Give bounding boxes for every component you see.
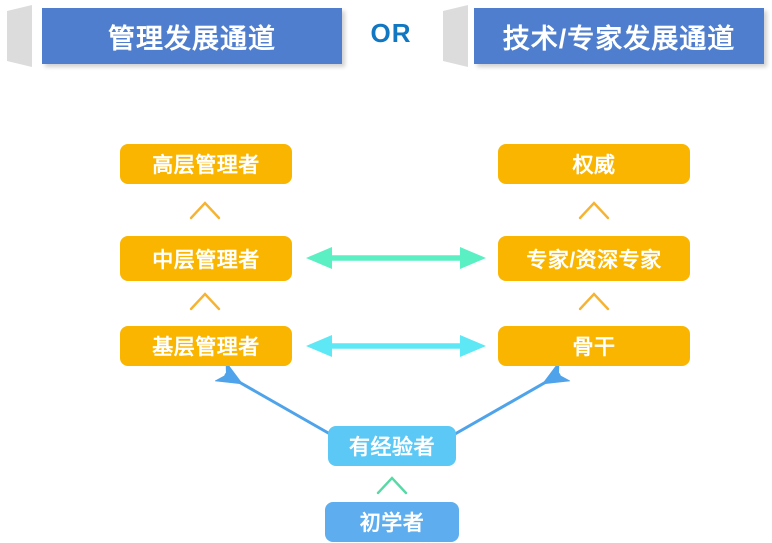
banner-left-title: 管理发展通道 (108, 23, 276, 54)
node-senior-manager[interactable]: 高层管理者 (120, 144, 292, 184)
node-senior-manager-label: 高层管理者 (152, 154, 260, 177)
node-beginner[interactable]: 初学者 (325, 502, 459, 542)
node-frontline-manager-label: 基层管理者 (152, 336, 260, 359)
branch-arrow-to-technical-icon (447, 366, 570, 440)
banner-technical-track: 技术/专家发展通道 (440, 5, 765, 67)
node-experienced-label: 有经验者 (349, 436, 435, 459)
node-backbone-label: 骨干 (572, 336, 616, 359)
banner-left-plate: 管理发展通道 (42, 8, 342, 64)
node-expert-label: 专家/资深专家 (526, 248, 662, 272)
chevron-up-icon (578, 201, 610, 220)
chevron-up-icon (189, 201, 221, 220)
double-arrow-horizontal-icon (306, 247, 486, 269)
chevron-up-icon (376, 476, 408, 495)
node-expert[interactable]: 专家/资深专家 (498, 236, 690, 281)
node-beginner-label: 初学者 (359, 512, 425, 535)
node-frontline-manager[interactable]: 基层管理者 (120, 326, 292, 366)
node-backbone[interactable]: 骨干 (498, 326, 690, 366)
or-connector-label: OR (370, 18, 412, 48)
chevron-up-icon (578, 292, 610, 311)
banner-right-title: 技术/专家发展通道 (502, 23, 736, 54)
node-authority[interactable]: 权威 (498, 144, 690, 184)
node-middle-manager[interactable]: 中层管理者 (120, 236, 292, 281)
node-authority-label: 权威 (572, 154, 616, 177)
double-arrow-horizontal-icon (306, 335, 486, 357)
banner-wedge-icon (443, 5, 468, 67)
node-middle-manager-label: 中层管理者 (152, 248, 260, 272)
node-experienced[interactable]: 有经验者 (328, 426, 456, 466)
banner-wedge-icon (7, 5, 32, 67)
banner-right-plate: 技术/专家发展通道 (474, 8, 764, 64)
branch-arrow-to-management-icon (215, 366, 338, 440)
banner-management-track: 管理发展通道 (4, 5, 344, 67)
chevron-up-icon (189, 292, 221, 311)
